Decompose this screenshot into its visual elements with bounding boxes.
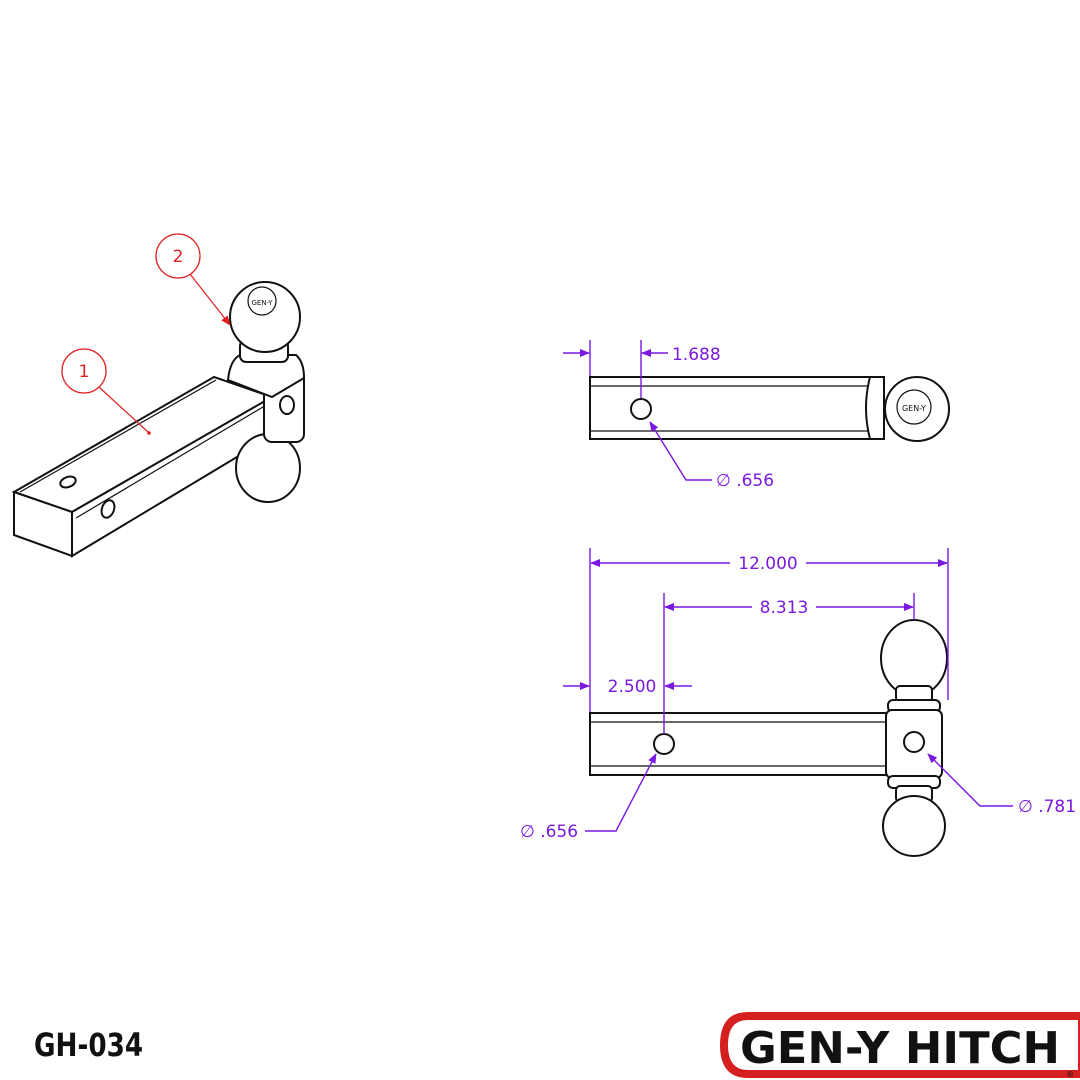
side-view: 12.000 8.313 2.500 ∅ .656 ∅ .781 <box>520 548 1076 857</box>
dim-side-hole-dia: ∅ .656 <box>520 753 657 842</box>
registered-mark: ® <box>1066 1070 1074 1079</box>
svg-text:GEN-Y: GEN-Y <box>251 299 273 307</box>
dim-8313: 8.313 <box>663 593 915 734</box>
dim-label-12000: 12.000 <box>738 554 797 574</box>
balloon-1-label: 1 <box>79 362 90 382</box>
dim-label-8313: 8.313 <box>760 598 809 618</box>
side-view-shank <box>589 712 889 776</box>
dim-label-top-hole: ∅ .656 <box>716 471 774 491</box>
part-number: GH-034 <box>34 1026 144 1064</box>
balloon-1: 1 <box>61 348 151 435</box>
dim-top-hole-dia: ∅ .656 <box>649 421 774 491</box>
top-view-shank: GEN-Y <box>589 376 950 442</box>
brand-logo: GEN-Y HITCH ® <box>720 1012 1080 1079</box>
dim-12000: 12.000 <box>589 548 949 712</box>
svg-text:GEN-Y: GEN-Y <box>902 404 926 413</box>
balloon-2-label: 2 <box>173 247 184 267</box>
logo-text: GEN-Y HITCH <box>740 1023 1060 1074</box>
dim-1688: 1.688 <box>563 340 721 398</box>
dim-label-2500: 2.500 <box>608 677 657 697</box>
side-view-ball-mount <box>880 619 948 857</box>
shank-tube <box>11 375 275 558</box>
dim-label-1688: 1.688 <box>672 345 721 365</box>
dim-pin-hole-dia: ∅ .781 <box>927 753 1076 817</box>
dim-label-pin-hole: ∅ .781 <box>1018 797 1076 817</box>
balloon-2: 2 <box>155 233 231 326</box>
isometric-view: GEN-Y 1 2 <box>11 233 306 558</box>
dim-2500: 2.500 <box>563 677 692 697</box>
top-view: GEN-Y 1.688 ∅ .656 <box>563 340 950 491</box>
dim-label-side-hole: ∅ .656 <box>520 822 578 842</box>
ball-mount-iso: GEN-Y <box>226 281 306 503</box>
